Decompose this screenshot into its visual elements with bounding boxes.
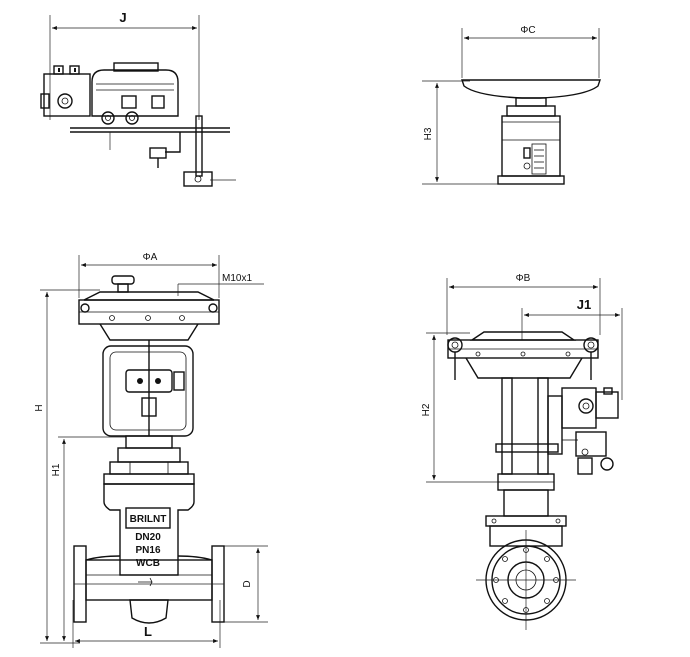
- dim-h3-label: H3: [423, 127, 434, 140]
- bottom-right-view: ΦB J1 H2: [421, 273, 623, 630]
- top-left-view: J: [40, 10, 236, 187]
- diaphragm-cap: [461, 79, 601, 99]
- dim-d-label: D: [242, 580, 253, 587]
- top-right-view: ΦC H3: [422, 25, 601, 185]
- nameplate-brand-box: [125, 507, 171, 529]
- dim-j-label: J: [119, 10, 126, 25]
- dim-phi-a-label: ΦA: [143, 252, 158, 263]
- dim-phi-b-label: ΦB: [516, 273, 531, 284]
- feedback-clamp: [183, 171, 213, 187]
- dim-m10-label: M10x1: [222, 273, 252, 284]
- dim-h-label: H: [34, 404, 45, 411]
- dim-l-label: L: [144, 624, 152, 639]
- nameplate-material: WCB: [136, 558, 160, 569]
- actuator-upper: [83, 291, 215, 301]
- yoke: [501, 115, 561, 177]
- nameplate-pn: PN16: [135, 545, 160, 556]
- bottom-left-view: ΦA M10x1 H H1 L D: [34, 252, 268, 648]
- nameplate-brand: BRILNT: [130, 514, 167, 525]
- positioner-side-block: [43, 73, 91, 117]
- dim-j1-label: J1: [577, 297, 591, 312]
- positioner-housing: [91, 69, 179, 117]
- dim-phi-c-label: ΦC: [520, 25, 535, 36]
- yoke-frame: [102, 345, 194, 437]
- dim-h2-label: H2: [421, 403, 432, 416]
- nameplate-dn: DN20: [135, 532, 161, 543]
- dim-h1-label: H1: [51, 463, 62, 476]
